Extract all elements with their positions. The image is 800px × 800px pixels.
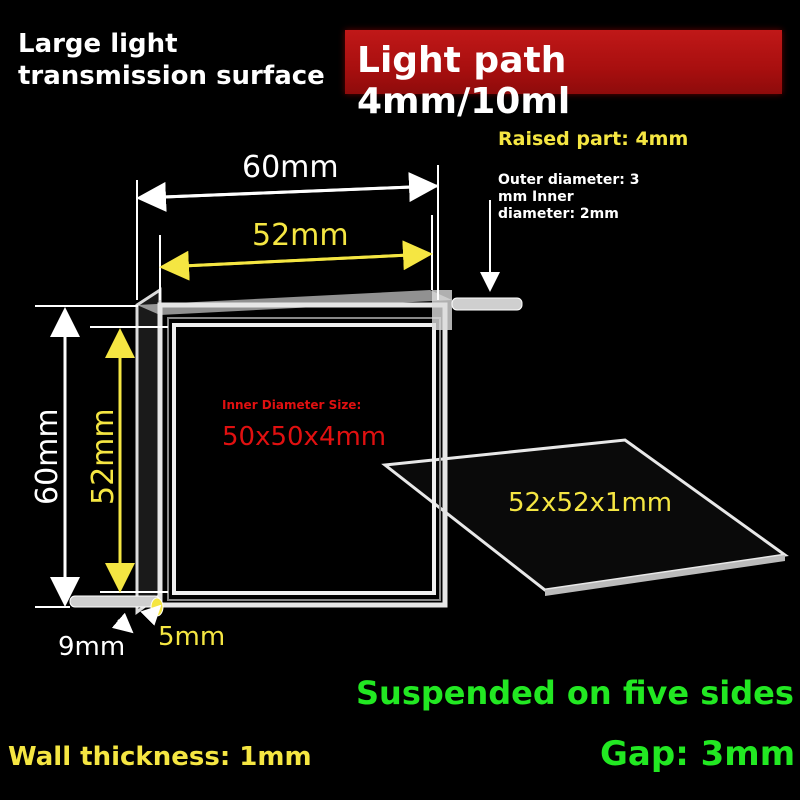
callout-arrows xyxy=(111,200,500,634)
wall-thickness-label: Wall thickness: 1mm xyxy=(8,742,312,772)
tube-line-1: Outer diameter: 3 xyxy=(498,172,640,188)
tube-offset-label: 5mm xyxy=(158,622,226,652)
gap-label: Gap: 3mm xyxy=(600,734,796,774)
light-path-banner: Light path 4mm/10ml xyxy=(345,30,782,122)
raised-part-label: Raised part: 4mm xyxy=(498,128,689,150)
cuvette-body xyxy=(69,287,523,617)
large-surface-heading: Large light transmission surface xyxy=(18,28,325,92)
outer-width-label: 60mm xyxy=(242,150,339,185)
width-dimension-lines xyxy=(136,165,439,300)
suspended-label: Suspended on five sides xyxy=(356,674,794,712)
large-surface-line-1: Large light xyxy=(18,29,178,59)
base-depth-label: 9mm xyxy=(58,632,126,662)
tube-line-3: diameter: 2mm xyxy=(498,206,619,222)
inner-width-label: 52mm xyxy=(252,218,349,253)
light-path-text: Light path 4mm/10ml xyxy=(357,40,571,122)
inner-size-caption: Inner Diameter Size: xyxy=(222,398,362,412)
inner-height-label: 52mm xyxy=(86,408,121,505)
tube-line-2: mm Inner xyxy=(498,189,574,205)
large-surface-line-2: transmission surface xyxy=(18,61,325,91)
inner-size-value: 50x50x4mm xyxy=(222,422,387,452)
glass-plate xyxy=(381,438,789,596)
plate-size-label: 52x52x1mm xyxy=(508,488,673,518)
outer-height-label: 60mm xyxy=(30,408,65,505)
height-dimension-lines xyxy=(35,305,168,608)
tube-diameter-label: Outer diameter: 3 mm Inner diameter: 2mm xyxy=(498,172,640,223)
